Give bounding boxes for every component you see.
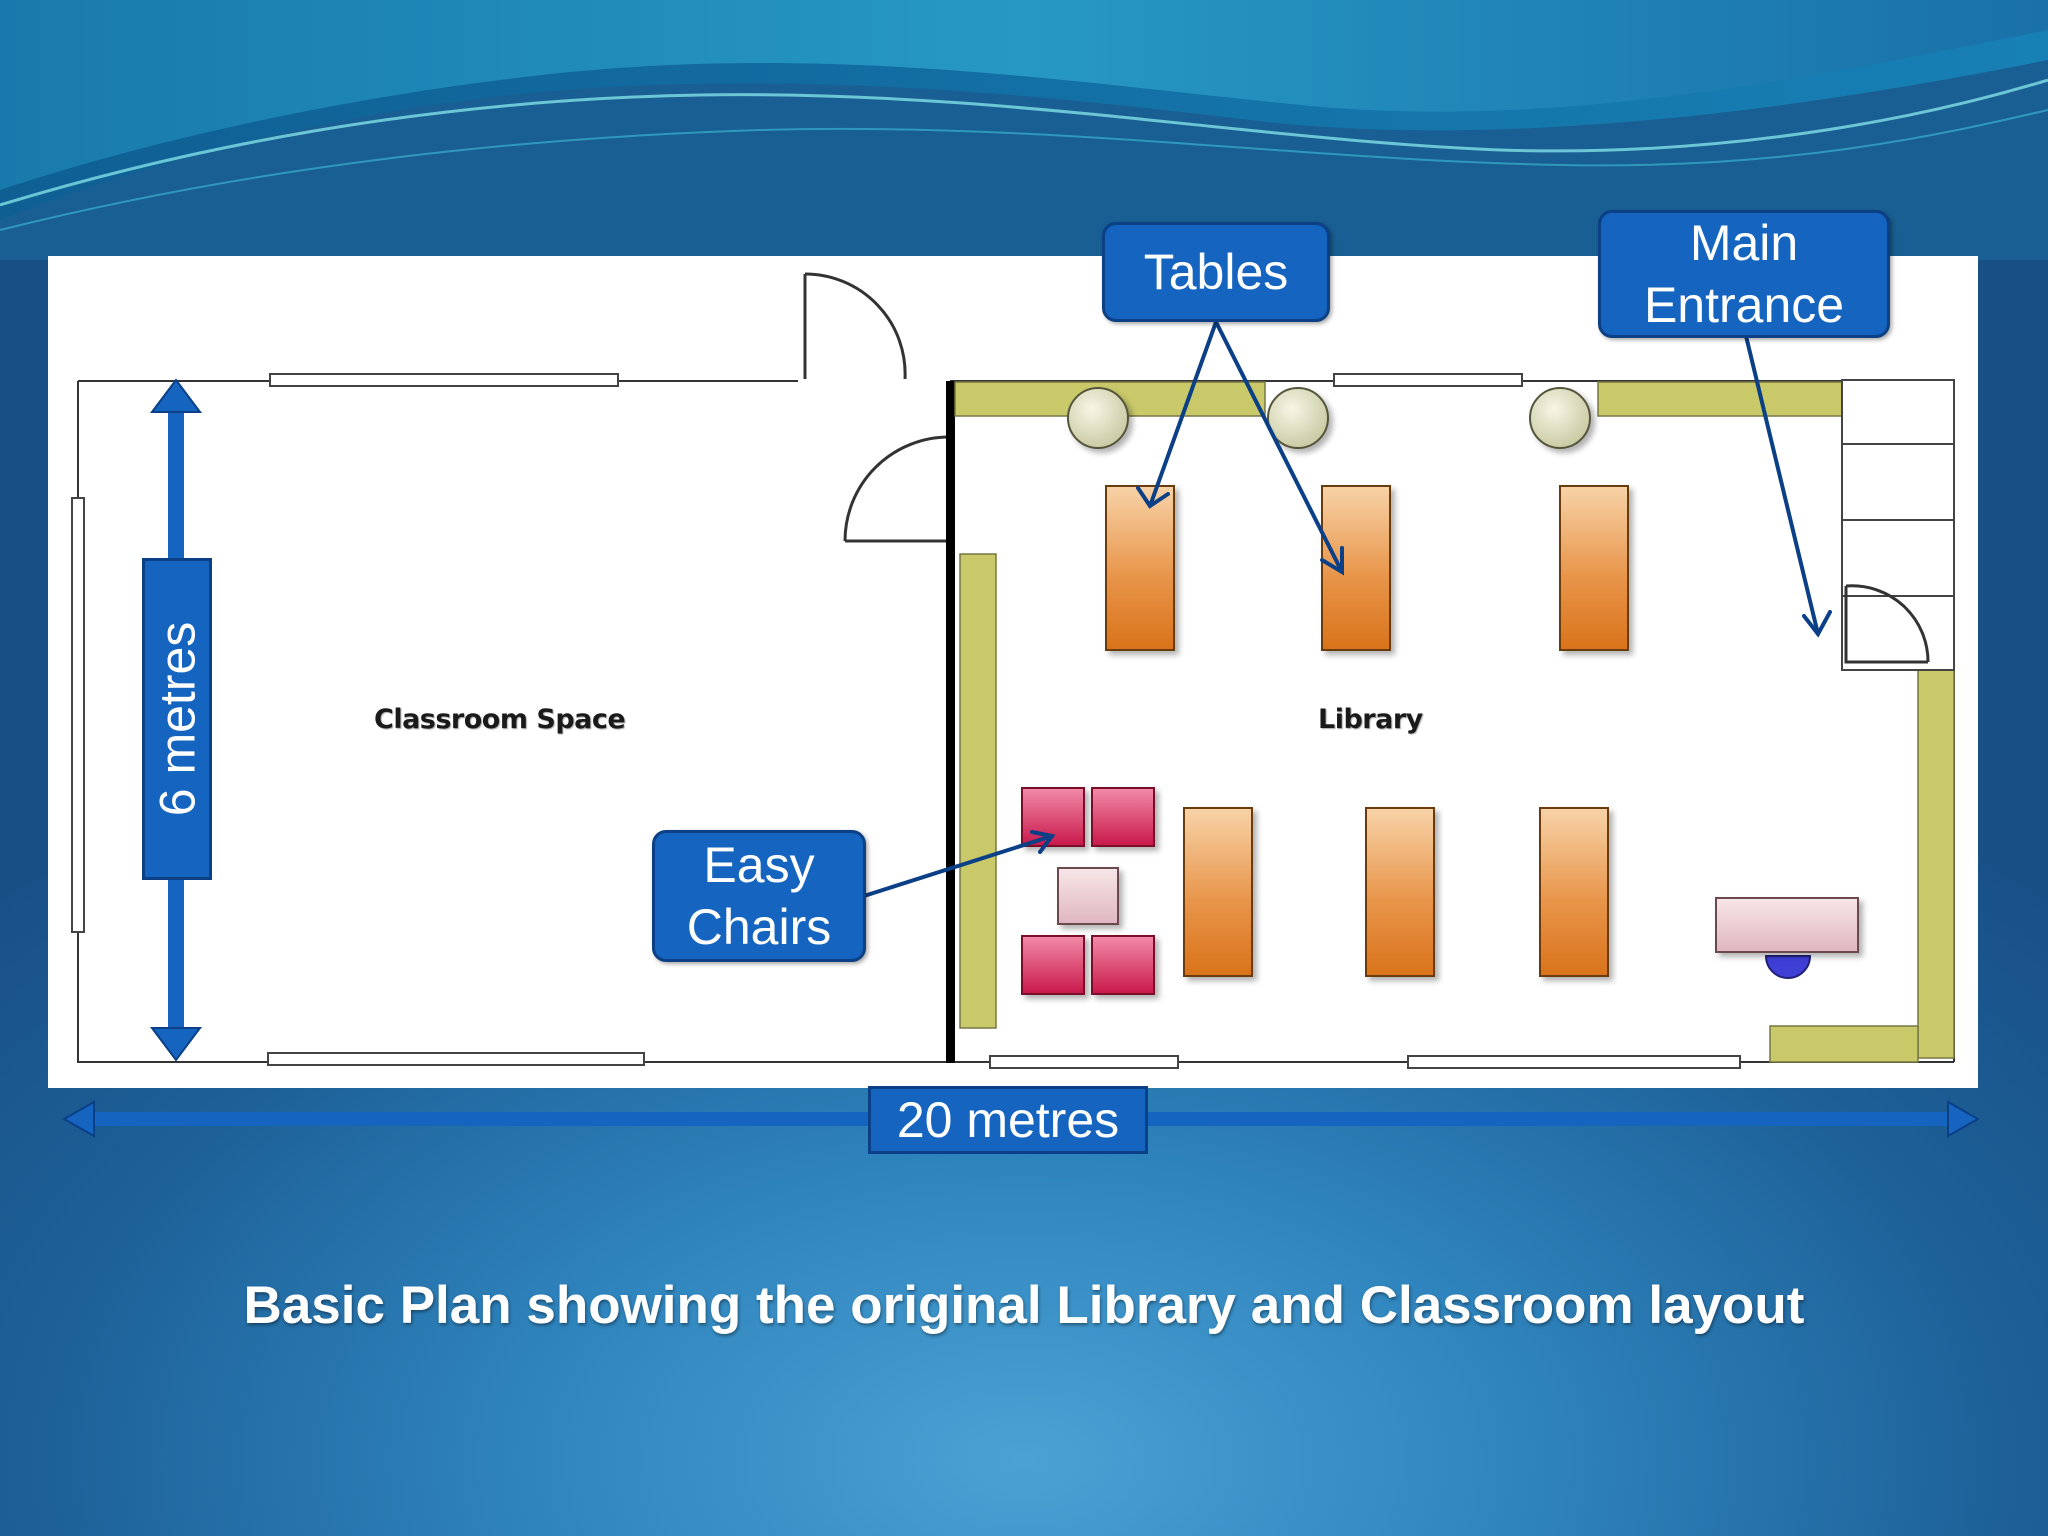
windows (71, 373, 1741, 1069)
tables (1105, 485, 1629, 977)
dividing-wall (946, 381, 955, 1063)
easy-chairs-callout: Easy Chairs (652, 830, 866, 962)
tables-callout-text: Tables (1143, 244, 1289, 300)
height-dimension-label: 6 metres (142, 558, 212, 880)
tables-callout: Tables (1102, 222, 1330, 322)
stairs (1841, 379, 1955, 671)
main-entrance-line1: Main (1689, 215, 1799, 271)
width-dimension-label: 20 metres (868, 1086, 1148, 1154)
easy-chairs-line1: Easy (703, 837, 815, 893)
coffee-table (1057, 867, 1119, 925)
slide-caption: Basic Plan showing the original Library … (243, 1276, 1805, 1335)
librarian-desk (1715, 897, 1859, 979)
entrance-door (1844, 584, 1930, 664)
library-label: Library (1318, 704, 1423, 735)
easy-chairs (1021, 787, 1155, 995)
classroom-door (803, 272, 950, 543)
wave-decoration (0, 0, 2048, 260)
main-entrance-line2: Entrance (1643, 277, 1845, 333)
classroom-label: Classroom Space (374, 704, 626, 735)
main-entrance-callout: Main Entrance (1598, 210, 1890, 338)
easy-chairs-line2: Chairs (686, 899, 832, 955)
